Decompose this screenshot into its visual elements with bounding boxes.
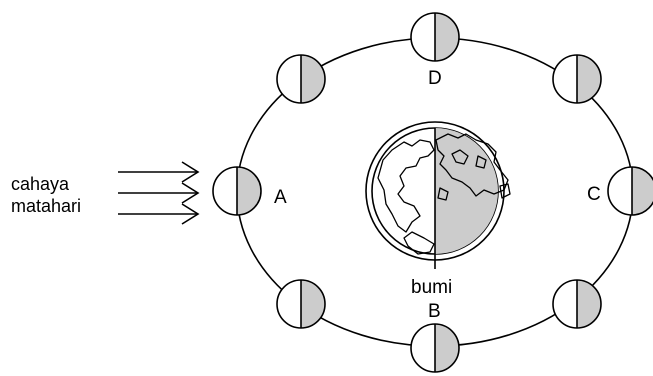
moon-phases bbox=[212, 12, 653, 373]
moon-icon-right-C bbox=[607, 166, 653, 216]
earth-globe-icon bbox=[365, 121, 511, 269]
moon-icon-left-A bbox=[212, 166, 262, 216]
arrow-right-icon bbox=[118, 182, 200, 204]
moon-icon-upper-left bbox=[276, 54, 326, 104]
sunlight-label-line1: cahaya bbox=[11, 174, 70, 194]
moon-icon-top-D bbox=[410, 12, 460, 62]
moon-icon-upper-right bbox=[552, 54, 602, 104]
arrow-right-icon bbox=[118, 161, 200, 183]
position-label-a: A bbox=[274, 187, 287, 208]
position-label-c: C bbox=[587, 184, 601, 205]
position-label-d: D bbox=[428, 68, 442, 89]
earth-label: bumi bbox=[411, 277, 453, 298]
position-label-b: B bbox=[428, 301, 441, 322]
arrow-right-icon bbox=[118, 203, 200, 225]
moon-icon-lower-left bbox=[276, 279, 326, 329]
moon-icon-bottom-B bbox=[410, 323, 460, 373]
sunlight-arrows bbox=[118, 161, 200, 225]
moon-icon-lower-right bbox=[552, 279, 602, 329]
earth-continents bbox=[377, 133, 511, 255]
sunlight-label-line2: matahari bbox=[11, 196, 82, 216]
